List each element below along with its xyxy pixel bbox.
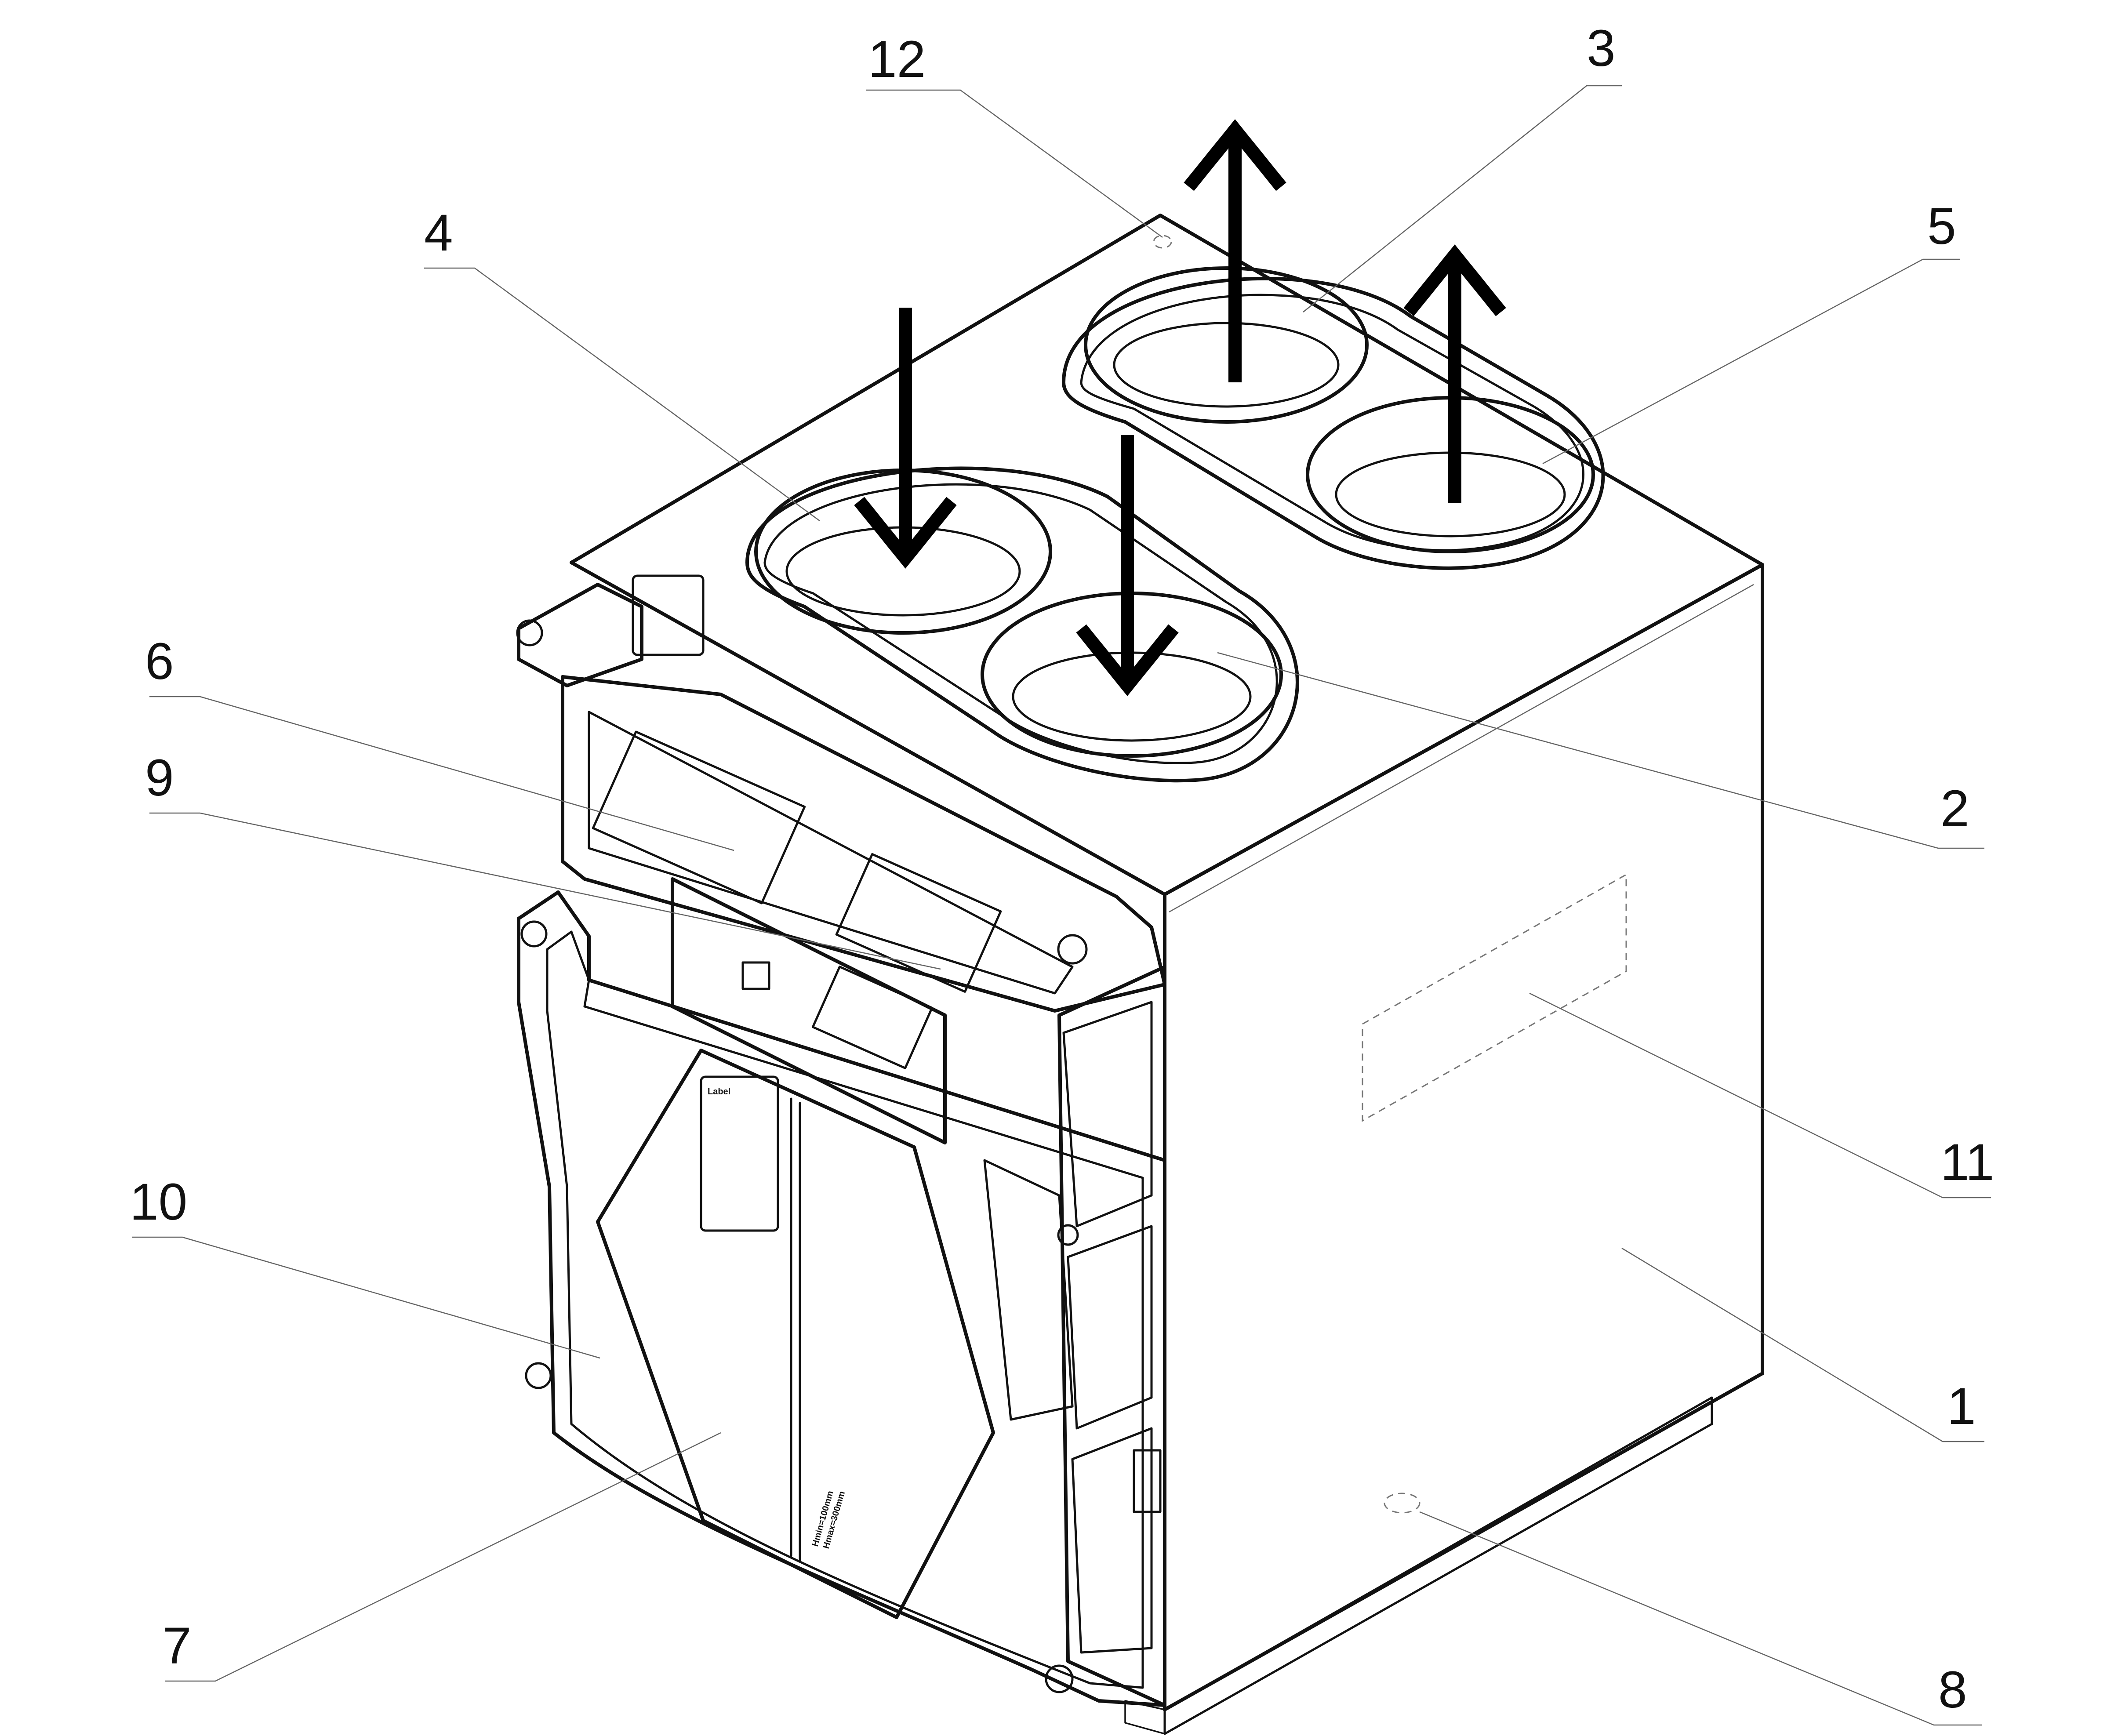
hinge-block <box>517 583 643 687</box>
callout-5: 5 <box>1927 197 1956 255</box>
screw <box>525 1362 552 1389</box>
callout-11: 11 <box>1940 1133 1994 1191</box>
callout-numbers: 12 3 4 5 2 6 9 11 1 10 7 8 <box>130 19 1994 1719</box>
leader-2 <box>1217 652 1984 849</box>
flow-arrow-in-4 <box>854 308 957 569</box>
leader-9 <box>149 812 941 970</box>
callout-3: 3 <box>1587 19 1616 77</box>
side-ribs <box>1057 965 1166 1707</box>
callout-leaders <box>132 85 1991 1726</box>
callout-7: 7 <box>163 1617 192 1675</box>
callout-1: 1 <box>1947 1377 1976 1435</box>
spigot-plate-right <box>1062 276 1605 570</box>
top-spigots <box>745 266 1605 783</box>
cabinet-body <box>570 214 1764 1735</box>
spigot-plate-left <box>745 466 1299 783</box>
top-face <box>570 214 1764 896</box>
leader-4 <box>424 267 820 522</box>
leader-10 <box>132 1236 600 1359</box>
screw <box>1045 1664 1074 1693</box>
leader-12 <box>866 89 1163 238</box>
leader-6 <box>149 696 734 851</box>
callout-9: 9 <box>145 749 174 807</box>
flow-arrows <box>854 119 1506 696</box>
screw <box>520 920 548 948</box>
leader-5 <box>1542 258 1960 465</box>
callout-8: 8 <box>1938 1661 1967 1719</box>
hidden-mark-12 <box>1153 235 1172 249</box>
hidden-drain-8 <box>1384 1493 1420 1514</box>
leader-8 <box>1419 1511 1982 1726</box>
screw <box>1057 1224 1079 1246</box>
label-sticker-text: Label <box>708 1087 730 1097</box>
flow-arrow-out-5 <box>1403 244 1506 503</box>
callout-2: 2 <box>1940 780 1969 838</box>
label-sticker <box>700 1075 779 1232</box>
filter-slot-6 <box>592 730 806 904</box>
leader-1 <box>1621 1247 1984 1442</box>
callout-4: 4 <box>424 204 453 262</box>
leader-7 <box>165 1432 721 1682</box>
callout-6: 6 <box>145 632 174 690</box>
heat-exchanger-panel <box>596 1049 995 1619</box>
spigot-port-3 <box>1084 266 1369 424</box>
callout-12: 12 <box>868 30 926 88</box>
hidden-nameplate-11 <box>1362 873 1627 1122</box>
leader-3 <box>1303 85 1622 312</box>
flow-arrow-in-2 <box>1076 435 1179 696</box>
callout-10: 10 <box>130 1173 187 1231</box>
leader-11 <box>1529 992 1991 1198</box>
screw <box>1057 934 1088 965</box>
control-box <box>671 877 947 1144</box>
filter-slot-9 <box>835 853 1002 993</box>
hidden-features <box>1153 235 1627 1514</box>
flow-arrow-out-3 <box>1184 119 1286 382</box>
